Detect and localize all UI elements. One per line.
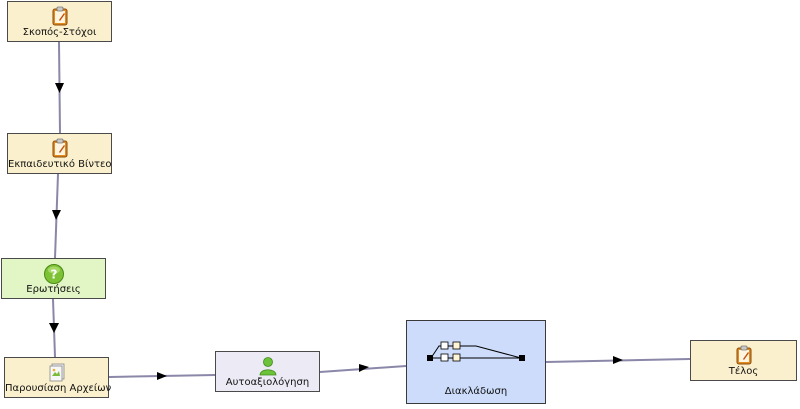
node-questions-label: Ερωτήσεις <box>26 284 81 295</box>
node-questions[interactable]: ? Ερωτήσεις <box>1 258 106 299</box>
connector-branch-end[interactable] <box>545 356 691 364</box>
notebook-icon <box>50 138 70 162</box>
node-self-assessment[interactable]: Αυτοαξιολόγηση <box>215 351 320 392</box>
svg-text:?: ? <box>50 268 57 282</box>
connector-questions-files[interactable] <box>49 298 59 358</box>
node-end[interactable]: Τέλος <box>690 340 797 381</box>
person-icon <box>258 356 278 380</box>
node-files-label: Παρουσίαση Αρχείων <box>5 383 112 394</box>
connector-self-branch[interactable] <box>319 364 407 373</box>
node-video[interactable]: Εκπαιδευτικό Βίντεο <box>7 133 112 174</box>
node-goals[interactable]: Σκοπός-Στόχοι <box>7 1 112 42</box>
node-branching[interactable]: Διακλάδωση <box>406 320 546 404</box>
node-branching-label: Διακλάδωση <box>444 386 508 397</box>
files-icon <box>47 362 67 386</box>
node-end-label: Τέλος <box>728 366 759 377</box>
node-self-assessment-label: Αυτοαξιολόγηση <box>225 377 310 388</box>
connector-video-questions[interactable] <box>52 173 61 259</box>
node-video-label: Εκπαιδευτικό Βίντεο <box>8 159 112 170</box>
branch-icon <box>426 341 526 369</box>
connector-goals-video[interactable] <box>55 41 64 134</box>
question-icon: ? <box>43 263 65 289</box>
node-files[interactable]: Παρουσίαση Αρχείων <box>4 357 112 398</box>
connector-files-self[interactable] <box>108 372 216 380</box>
notebook-icon <box>50 6 70 30</box>
notebook-icon <box>734 345 754 369</box>
node-goals-label: Σκοπός-Στόχοι <box>22 27 97 38</box>
